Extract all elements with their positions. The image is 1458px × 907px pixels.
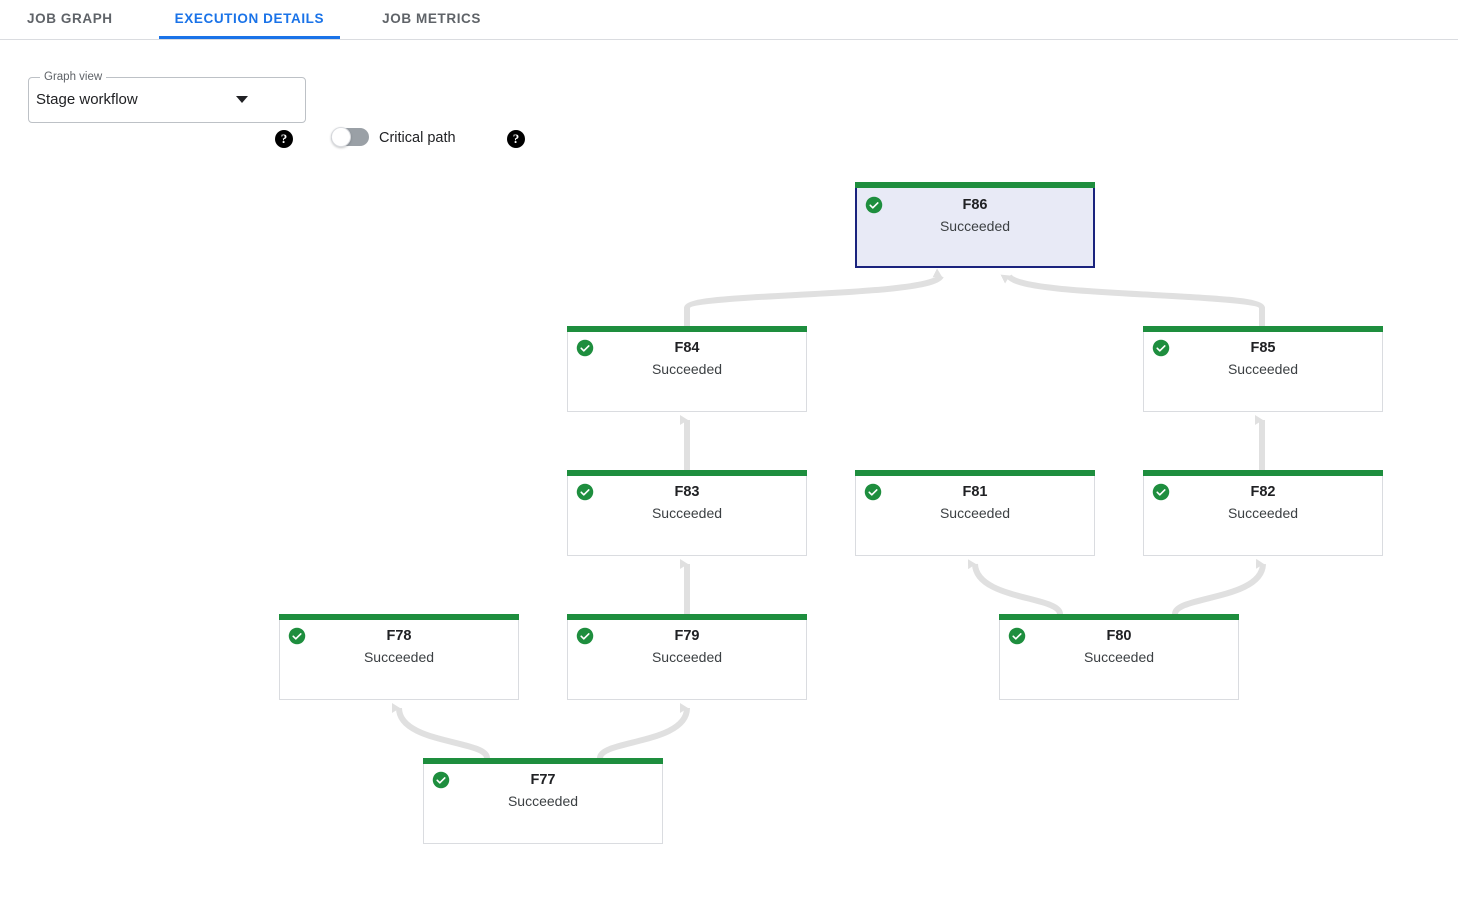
node-title: F85 (1250, 340, 1276, 356)
check-circle-icon (576, 627, 594, 645)
graph-node-f79[interactable]: F79 Succeeded (567, 614, 807, 700)
graph-toolbar: Graph view Stage workflow ? Critical pat… (0, 41, 1458, 148)
toggle-knob (331, 127, 351, 147)
check-circle-icon (576, 339, 594, 357)
tab-bar: JOB GRAPH EXECUTION DETAILS JOB METRICS (0, 0, 1458, 40)
graph-node-f84[interactable]: F84 Succeeded (567, 326, 807, 412)
node-status: Succeeded (939, 218, 1011, 234)
node-title: F77 (530, 772, 556, 788)
tab-job-metrics[interactable]: JOB METRICS (366, 0, 497, 39)
graph-node-f86[interactable]: F86 Succeeded (855, 182, 1095, 268)
node-title: F83 (674, 484, 700, 500)
graph-view-help-icon[interactable]: ? (275, 130, 293, 148)
graph-node-f77[interactable]: F77 Succeeded (423, 758, 663, 844)
check-circle-icon (1152, 339, 1170, 357)
status-bar (855, 470, 1095, 476)
status-bar (1143, 326, 1383, 332)
graph-view-select[interactable] (28, 77, 306, 123)
graph-node-f85[interactable]: F85 Succeeded (1143, 326, 1383, 412)
node-status: Succeeded (1227, 361, 1299, 377)
check-circle-icon (864, 483, 882, 501)
tab-job-metrics-label: JOB METRICS (382, 11, 481, 26)
graph-node-f83[interactable]: F83 Succeeded (567, 470, 807, 556)
critical-path-label: Critical path (379, 130, 456, 146)
tab-job-graph[interactable]: JOB GRAPH (11, 0, 129, 39)
node-status: Succeeded (651, 649, 723, 665)
node-status: Succeeded (507, 793, 579, 809)
node-title: F82 (1250, 484, 1276, 500)
chevron-down-icon[interactable] (236, 96, 248, 103)
check-circle-icon (576, 483, 594, 501)
node-status: Succeeded (651, 361, 723, 377)
node-title: F79 (674, 628, 700, 644)
node-title: F78 (386, 628, 412, 644)
status-bar (423, 758, 663, 764)
check-circle-icon (865, 196, 883, 214)
tab-job-graph-label: JOB GRAPH (27, 11, 113, 26)
graph-node-f81[interactable]: F81 Succeeded (855, 470, 1095, 556)
check-circle-icon (1152, 483, 1170, 501)
critical-path-toggle[interactable] (331, 127, 369, 147)
status-bar (567, 614, 807, 620)
tab-execution-details[interactable]: EXECUTION DETAILS (158, 0, 341, 39)
node-status: Succeeded (1083, 649, 1155, 665)
check-circle-icon (1008, 627, 1026, 645)
graph-node-f80[interactable]: F80 Succeeded (999, 614, 1239, 700)
node-status: Succeeded (1227, 505, 1299, 521)
status-bar (279, 614, 519, 620)
node-status: Succeeded (363, 649, 435, 665)
status-bar (1143, 470, 1383, 476)
node-title: F80 (1106, 628, 1132, 644)
node-status: Succeeded (939, 505, 1011, 521)
status-bar (567, 470, 807, 476)
check-circle-icon (288, 627, 306, 645)
status-bar (855, 182, 1095, 188)
graph-view-value: Stage workflow (36, 91, 138, 108)
check-circle-icon (432, 771, 450, 789)
critical-path-help-icon[interactable]: ? (507, 130, 525, 148)
tab-execution-details-label: EXECUTION DETAILS (174, 11, 325, 26)
graph-node-f78[interactable]: F78 Succeeded (279, 614, 519, 700)
node-title: F84 (674, 340, 700, 356)
graph-node-f82[interactable]: F82 Succeeded (1143, 470, 1383, 556)
status-bar (567, 326, 807, 332)
node-title: F81 (962, 484, 988, 500)
status-bar (999, 614, 1239, 620)
node-title: F86 (962, 197, 988, 213)
node-status: Succeeded (651, 505, 723, 521)
graph-view-label: Graph view (40, 70, 107, 84)
